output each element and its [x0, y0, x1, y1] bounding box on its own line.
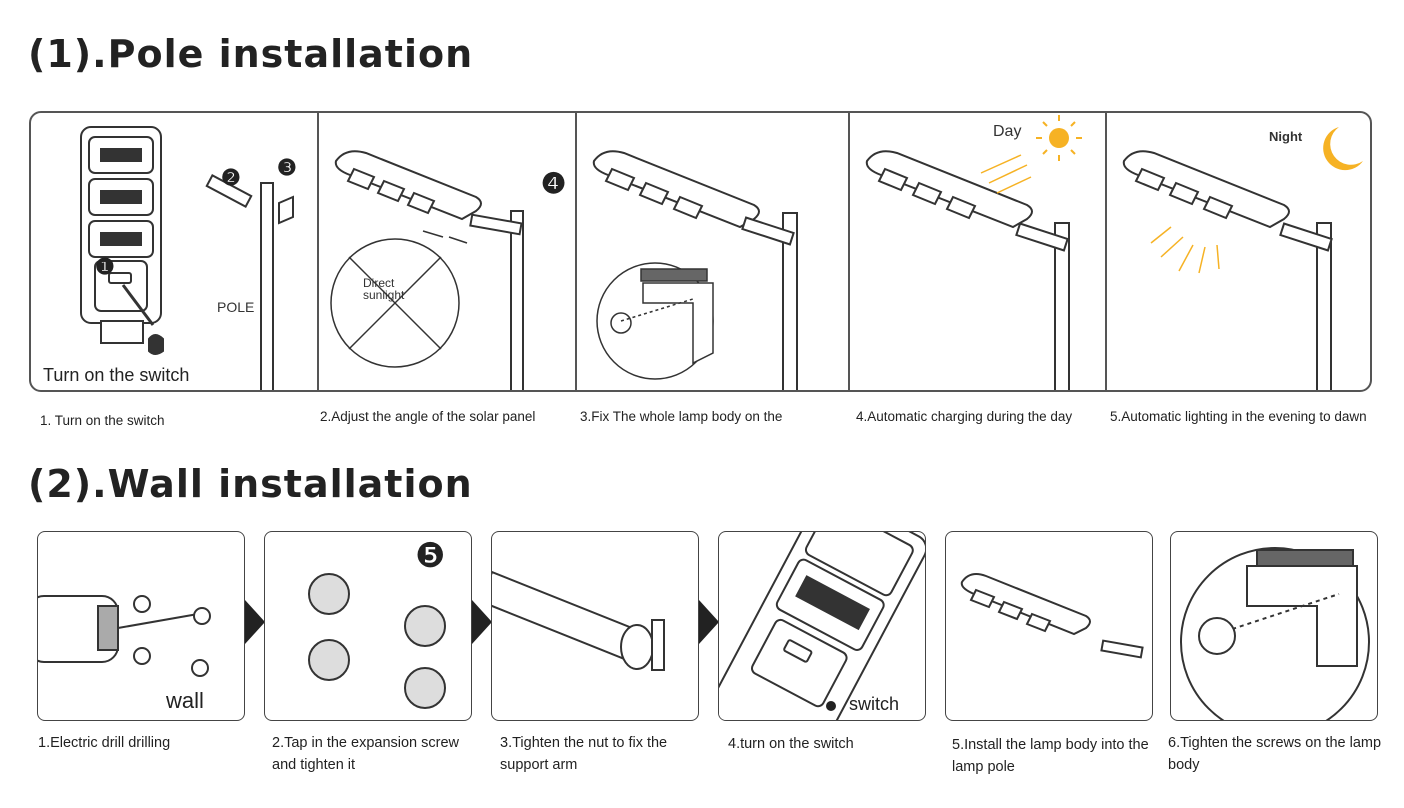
wall-step-3-panel [491, 531, 699, 721]
pole-step-1-caption: 1. Turn on the switch [40, 413, 165, 428]
lamp-into-pole-drawing [960, 573, 1144, 659]
lamp-side-view-2 [334, 150, 482, 221]
wall-step-3-caption: 3.Tighten the nut to fix the support arm [500, 735, 668, 773]
no-direct-sunlight-symbol [330, 238, 460, 368]
lamp-switch-drawing [719, 532, 925, 720]
pole-step-3-caption: 3.Fix The whole lamp body on the [580, 409, 783, 424]
pole-label: POLE [217, 299, 255, 315]
step-arrow-3 [699, 600, 719, 644]
step-arrow-1 [245, 600, 265, 644]
switch-label: switch [849, 694, 900, 714]
step-marker-3: ❸ [277, 155, 297, 180]
step-marker-1: ❶ [95, 254, 115, 279]
wall-step-1-caption: 1.Electric drill drilling [38, 735, 171, 751]
detail-magnifier-circle [596, 262, 714, 380]
day-label: Day [993, 123, 1022, 140]
pole-installation-illustration: ❶ ❷ ❸ POLE Turn on the switch Direct sun… [29, 111, 1372, 392]
pole-installation-drawing [80, 113, 1363, 390]
lamp-side-view-4 [865, 150, 1033, 229]
lamp-front-view [80, 126, 164, 355]
wall-installation-title: (2).Wall installation [28, 462, 473, 506]
step-arrow-2 [472, 600, 492, 644]
wall-step-4-panel: switch [718, 531, 926, 721]
wall-step-5-caption: 5.Install the lamp body into the lamp po… [952, 737, 1149, 775]
wall-step-5-panel [945, 531, 1153, 721]
lamp-side-view-3 [592, 150, 760, 229]
wall-step-6-caption: 6.Tighten the screws on the lamp body [1168, 735, 1382, 773]
step-marker-4: ❹ [541, 168, 567, 199]
pole-step-2-caption: 2.Adjust the angle of the solar panel [320, 409, 536, 424]
step-marker-5: ❺ [415, 537, 446, 575]
wall-step-1-panel: wall [37, 531, 245, 721]
wall-label: wall [166, 688, 204, 713]
wall-step-4-caption: 4.turn on the switch [728, 736, 854, 752]
wall-step-2-caption: 2.Tap in the expansion screw and tighten… [272, 735, 459, 773]
step-marker-2: ❷ [221, 165, 241, 190]
direct-sunlight-label: Direct sunlight [363, 276, 405, 302]
turn-on-switch-label: Turn on the switch [43, 365, 190, 385]
tighten-screws-detail-drawing [1180, 547, 1370, 720]
pole-installation-title: (1).Pole installation [28, 32, 474, 76]
pole-step-4-caption: 4.Automatic charging during the day [856, 409, 1073, 424]
expansion-screws-drawing [308, 573, 446, 709]
wall-step-6-panel [1170, 531, 1378, 721]
moon-icon [1150, 127, 1363, 274]
lamp-side-view-5 [1122, 150, 1290, 229]
pole-step-5-caption: 5.Automatic lighting in the evening to d… [1110, 409, 1367, 424]
support-arm-drawing [492, 570, 665, 671]
wall-step-2-panel: ❺ [264, 531, 472, 721]
sun-icon [980, 115, 1082, 194]
night-label: Night [1269, 129, 1303, 144]
drill-drawing [38, 595, 211, 677]
